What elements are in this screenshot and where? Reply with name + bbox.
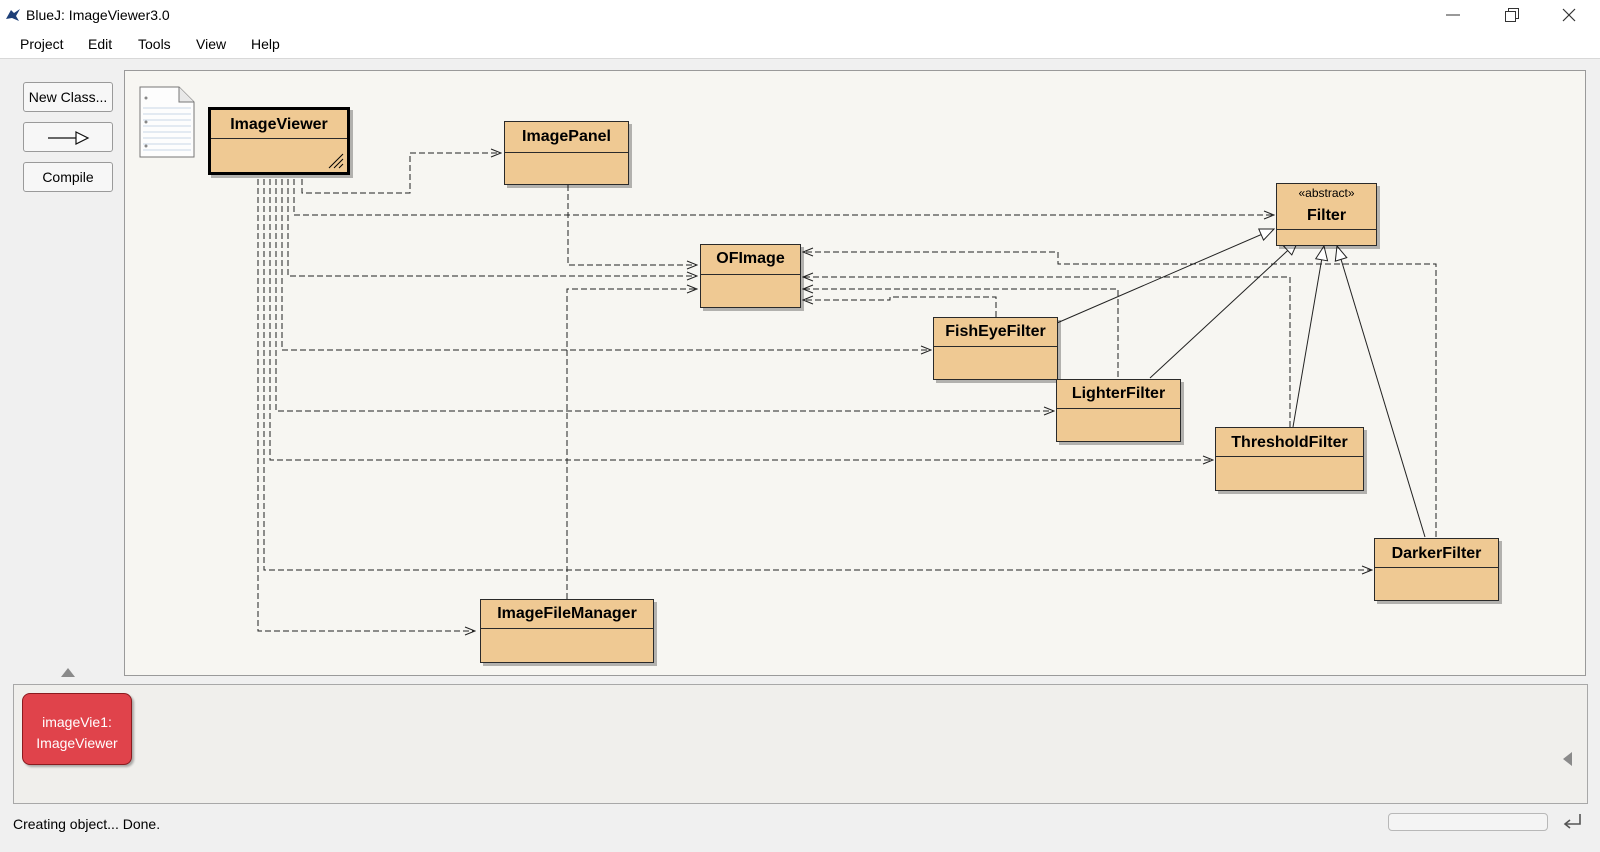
class-fisheyefilter[interactable]: FishEyeFilter [933, 317, 1058, 380]
collapse-left-icon[interactable] [1563, 752, 1572, 766]
progress-bar [1388, 813, 1548, 831]
object-bench: imageVie1: ImageViewer [13, 684, 1588, 804]
class-separator [1277, 229, 1376, 230]
close-icon [1562, 8, 1576, 22]
class-lighterfilter[interactable]: LighterFilter [1056, 379, 1181, 442]
menu-edit[interactable]: Edit [88, 36, 113, 52]
readme-note-icon[interactable] [139, 86, 195, 158]
restore-button[interactable] [1482, 0, 1540, 30]
class-imageviewer[interactable]: ImageViewer [208, 107, 350, 175]
menu-help[interactable]: Help [251, 36, 280, 52]
class-name: ImageFileManager [497, 605, 637, 622]
minimize-button[interactable] [1424, 0, 1482, 30]
class-separator [505, 152, 628, 153]
class-separator [1375, 567, 1498, 568]
title-bar: BlueJ: ImageViewer3.0 [0, 0, 1600, 30]
menu-bar: Project Edit Tools View Help [0, 30, 1600, 59]
status-bar: Creating object... Done. [0, 808, 1600, 852]
class-separator [211, 138, 347, 139]
class-name: FishEyeFilter [945, 323, 1046, 340]
class-separator [1057, 408, 1180, 409]
status-text: Creating object... Done. [13, 816, 161, 832]
class-ofimage[interactable]: OFImage [700, 244, 801, 308]
menu-project[interactable]: Project [20, 36, 64, 52]
class-imagepanel[interactable]: ImagePanel [504, 121, 629, 185]
class-name: ImagePanel [522, 128, 611, 145]
window-title: BlueJ: ImageViewer3.0 [26, 7, 170, 23]
close-button[interactable] [1540, 0, 1598, 30]
object-instance[interactable]: imageVie1: ImageViewer [22, 693, 132, 765]
class-name: Filter [1306, 207, 1347, 224]
class-darkerfilter[interactable]: DarkerFilter [1374, 538, 1499, 601]
left-toolbar: New Class... Compile [0, 59, 124, 679]
resize-hatch-icon [328, 153, 344, 169]
class-imagefilemanager[interactable]: ImageFileManager [480, 599, 654, 663]
reset-machine-icon[interactable] [1560, 811, 1584, 833]
compile-button[interactable]: Compile [23, 162, 113, 192]
dependency-arrows [257, 71, 1437, 676]
class-separator [1216, 456, 1363, 457]
minimize-icon [1446, 14, 1460, 16]
bluej-app-icon [6, 9, 20, 21]
menu-view[interactable]: View [196, 36, 227, 52]
class-name: LighterFilter [1071, 385, 1166, 402]
class-name: DarkerFilter [1391, 545, 1482, 562]
restore-icon [1505, 8, 1519, 22]
class-separator [701, 274, 800, 275]
class-thresholdfilter[interactable]: ThresholdFilter [1215, 427, 1364, 491]
new-class-button[interactable]: New Class... [23, 82, 113, 112]
inheritance-arrow-icon [48, 131, 90, 145]
uses-arrow-button[interactable] [23, 122, 113, 152]
class-stereotype: «abstract» [1298, 186, 1355, 200]
class-name: ThresholdFilter [1231, 434, 1348, 451]
expand-up-icon[interactable] [61, 668, 75, 677]
class-diagram-canvas[interactable]: ImageViewer ImagePanel OFImage «abstract… [124, 70, 1586, 676]
object-type: ImageViewer [36, 735, 118, 751]
class-separator [481, 628, 653, 629]
class-filter[interactable]: «abstract» Filter [1276, 183, 1377, 246]
menu-tools[interactable]: Tools [138, 36, 171, 52]
class-name: OFImage [716, 250, 785, 267]
class-separator [934, 346, 1057, 347]
object-name: imageVie1: [42, 714, 112, 730]
class-name: ImageViewer [230, 116, 328, 133]
